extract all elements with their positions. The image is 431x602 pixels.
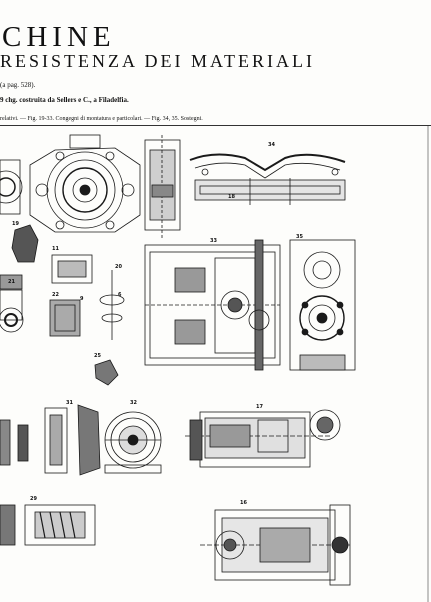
drawing-fig17-component bbox=[185, 409, 341, 468]
drawing-flanged-casting bbox=[29, 134, 141, 233]
caption-divider bbox=[0, 125, 431, 126]
drawing-fig16-assembly bbox=[200, 504, 351, 586]
figure-labels: 18 34 33 11 19 20 21 22 25 6 9 35 31 32 … bbox=[8, 142, 303, 506]
fig-label-32: 32 bbox=[130, 400, 137, 406]
fig-label-22: 22 bbox=[52, 292, 59, 298]
figures-caption: relativi. — Fig. 19-33. Congegni di mont… bbox=[0, 116, 203, 122]
fig-label-17: 17 bbox=[256, 404, 263, 410]
fig-label-18: 18 bbox=[228, 194, 235, 200]
fig-label-21: 21 bbox=[8, 279, 15, 285]
fig-label-34: 34 bbox=[268, 142, 275, 148]
plate-title-line1: CHINE bbox=[2, 21, 116, 53]
fig-label-19: 19 bbox=[12, 221, 19, 227]
drawing-machine-plan bbox=[144, 239, 281, 371]
fig-label-25: 25 bbox=[94, 353, 101, 359]
drawing-end-elevation bbox=[289, 239, 356, 371]
drawing-fig32-disc bbox=[104, 411, 162, 474]
machine-caption: 9 chg. costruita da Sellers e C., a Fila… bbox=[0, 96, 129, 104]
fig-label-16: 16 bbox=[240, 500, 247, 506]
fig-label-11: 11 bbox=[52, 246, 59, 252]
fig-label-29: 29 bbox=[30, 496, 37, 502]
fig-label-6: 6 bbox=[118, 292, 122, 298]
fig-label-33: 33 bbox=[210, 238, 217, 244]
fig-label-35: 35 bbox=[296, 234, 303, 240]
drawing-fig29-coupling bbox=[0, 504, 96, 546]
plate-title-line2: RESISTENZA DEI MATERIALI bbox=[0, 51, 315, 71]
fig-label-9: 9 bbox=[80, 296, 84, 302]
drawing-bottom-left-parts bbox=[0, 404, 101, 476]
drawing-wheel-left bbox=[0, 159, 23, 215]
drawing-fig34-support bbox=[189, 153, 346, 205]
fig-label-20: 20 bbox=[115, 264, 122, 270]
fig-label-31: 31 bbox=[66, 400, 73, 406]
drawing-section-view bbox=[144, 135, 181, 240]
page-reference: (a pag. 528). bbox=[0, 81, 36, 89]
drawing-small-parts bbox=[0, 224, 125, 386]
